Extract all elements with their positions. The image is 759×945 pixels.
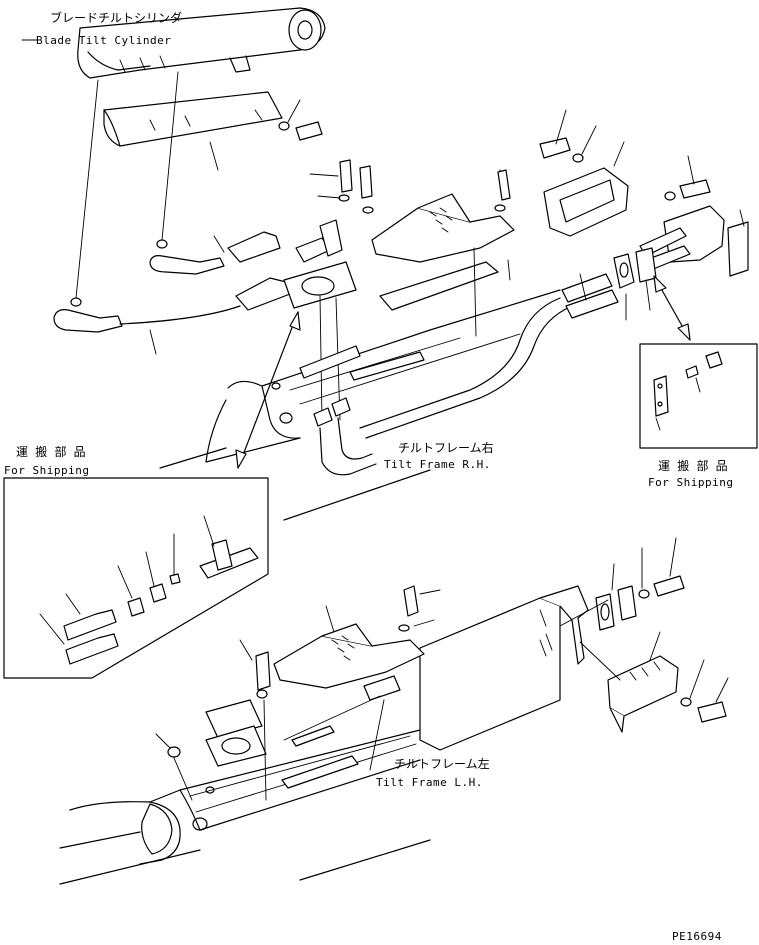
gasket-bolts [309,159,374,214]
blade-tilt-cylinder-label-jp: ブレードチルトシリンダ [50,10,182,25]
shipping-left-label-en: For Shipping [4,464,89,477]
shipping-right-label-jp: 運 搬 部 品 [658,458,728,473]
lh-bracket [607,631,729,733]
tilt-frame-rh [159,247,561,521]
tilt-frame-lh-label-jp: チルトフレーム左 [394,756,490,771]
tilt-frame-lh-housing [419,585,589,751]
tilt-frame-lh-label-en: Tilt Frame L.H. [376,776,483,789]
lh-leader-2 [579,641,621,681]
step-plate-rh [371,169,515,311]
direction-arrow-right [653,275,691,341]
tilt-frame-lh [59,725,431,885]
shipping-box-left [3,477,269,679]
elbow-pipes [313,397,377,476]
shipping-right-label-en: For Shipping [648,476,733,489]
tilt-frame-rh-label-jp: チルトフレーム右 [398,440,494,455]
flange-gasket [613,247,657,289]
lh-bolt-gasket [205,639,271,801]
drawing-number: PE16694 [672,930,722,943]
bracket-rh-top [539,109,629,237]
lh-flange [595,537,685,631]
elbow-connector [295,219,343,263]
blade-tilt-cylinder-label-en: Blade Tilt Cylinder [36,34,171,47]
hydraulic-pipes [359,273,651,439]
hose-upper [149,231,281,275]
lh-leader [559,599,609,627]
direction-arrow-left [235,311,301,469]
bracket-rh-bolt [664,155,711,201]
shipping-left-label-jp: 運 搬 部 品 [16,444,86,459]
step-plate-lh [273,585,441,771]
blade-tilt-cylinder [77,7,326,79]
cylinder-cover [103,91,283,171]
gasket-plate [283,261,357,421]
shipping-box-right [639,343,758,449]
cover-bolt [278,99,323,141]
hose-lower [53,277,291,355]
tilt-frame-rh-label-en: Tilt Frame R.H. [384,458,491,471]
valve-block [639,205,749,277]
